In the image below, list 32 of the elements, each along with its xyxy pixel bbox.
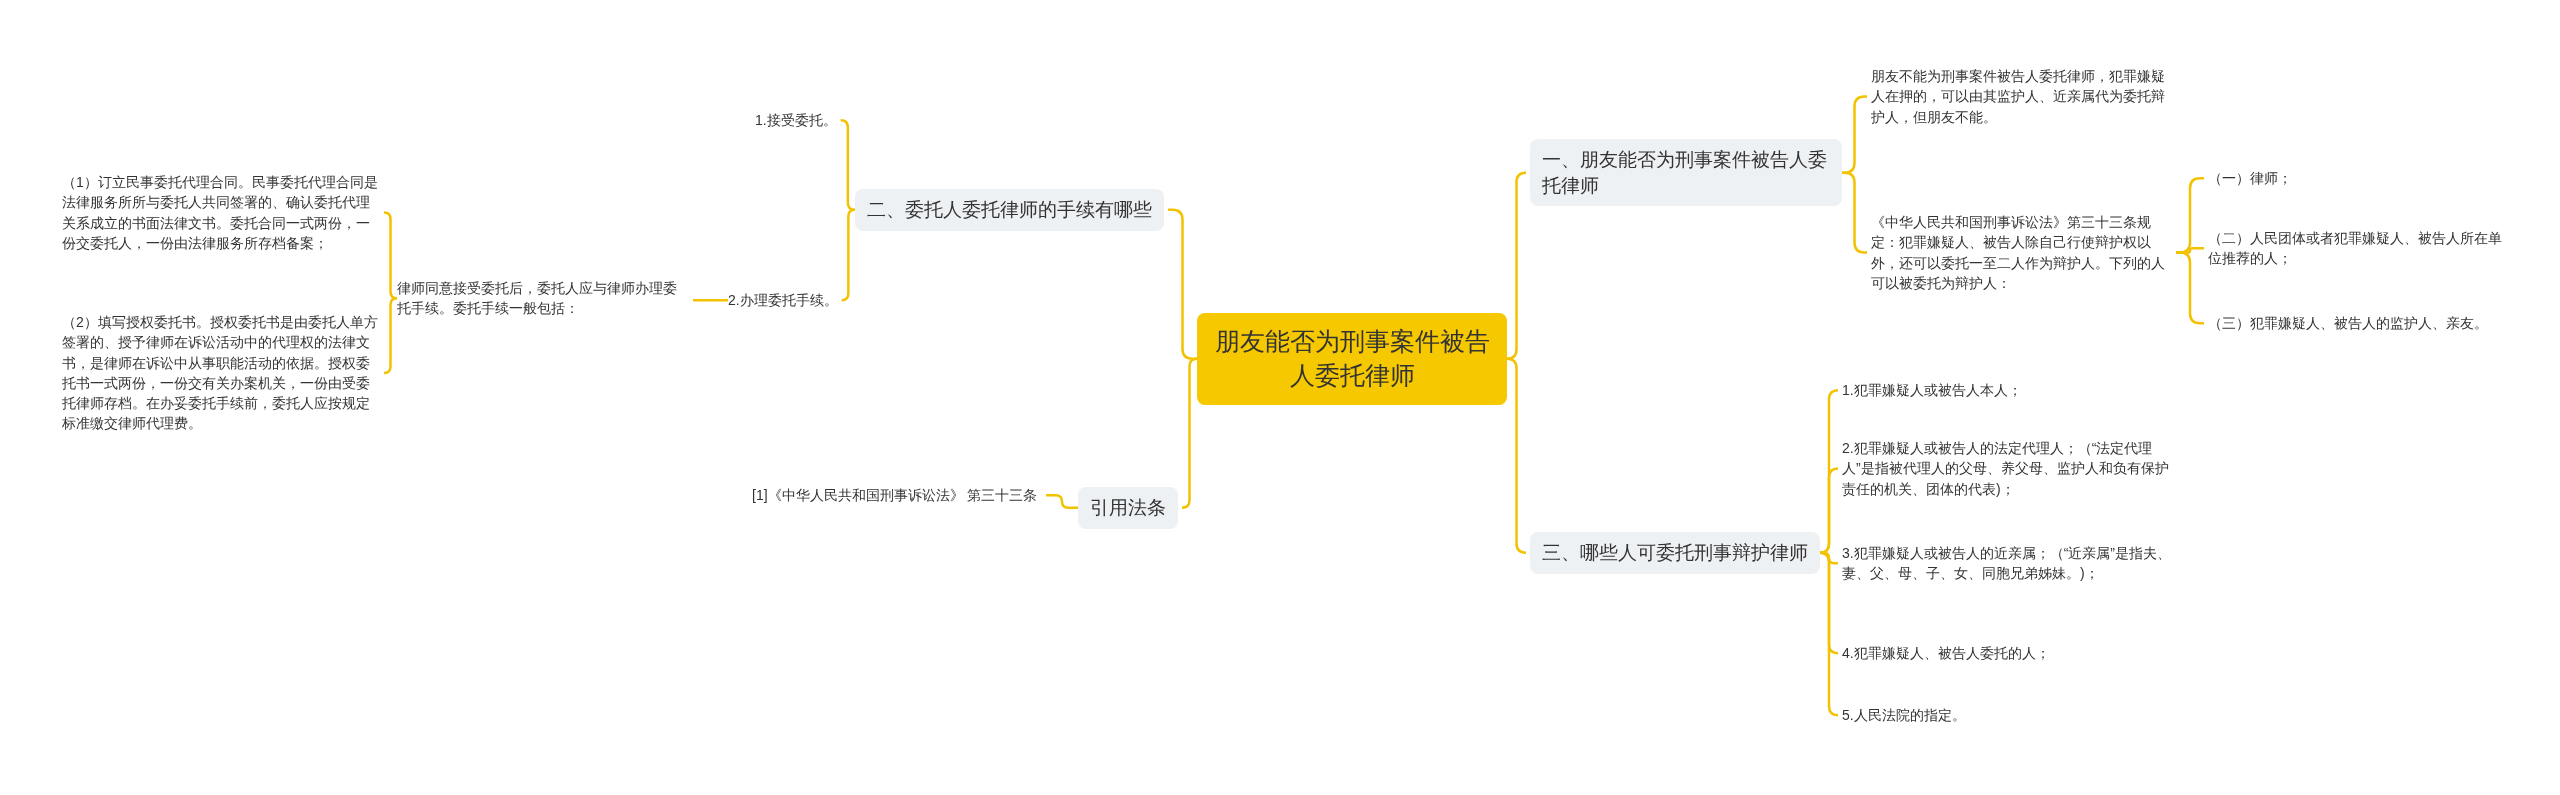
root-topic-box: 朋友能否为刑事案件被告人委托律师 — [1197, 313, 1507, 405]
connector-line — [1842, 171, 1867, 254]
topic-text: 1.接受委托。 — [755, 110, 837, 131]
connector-line — [1180, 357, 1199, 510]
topic-box: 一、朋友能否为刑事案件被告人委托律师 — [1530, 139, 1842, 207]
connector-line — [693, 298, 728, 302]
topic-text: 《中华人民共和国刑事诉讼法》第三十三条规定：犯罪嫌疑人、被告人除自己行使辩护权以外，还可以委托一至二人作为辩护人。下列的人可以被委托为辩护人： — [1871, 212, 2176, 294]
topic-box: 三、哪些人可委托刑事辩护律师 — [1530, 532, 1820, 574]
topic-text: （2）填写授权委托书。授权委托书是由委托人单方签署的、授予律师在诉讼活动中的代理权的法律文书，是律师在诉讼中从事职能活动的依据。授权委托书一式两份，一份交有关办案机关，一份由受委托律师存档。在办妥委托手续前，委托人应按规定标准缴交律师代理费。 — [62, 312, 380, 434]
topic-text: （二）人民团体或者犯罪嫌疑人、被告人所在单位推荐的人； — [2208, 228, 2508, 269]
topic-text: 2.犯罪嫌疑人或被告人的法定代理人；（“法定代理人”是指被代理人的父母、养父母、监护人和负有保护责任的机关、团体的代表)； — [1842, 438, 2172, 499]
topic-text: 1.犯罪嫌疑人或被告人本人； — [1842, 380, 2022, 401]
topic-text: 朋友不能为刑事案件被告人委托律师，犯罪嫌疑人在押的，可以由其监护人、近亲属代为委托辩护人，但朋友不能。 — [1871, 66, 2176, 127]
connector-line — [839, 118, 857, 212]
connector-line — [1818, 551, 1840, 717]
connector-line — [1046, 493, 1078, 510]
connector-line — [1505, 171, 1528, 360]
topic-text: 2.办理委托手续。 — [728, 290, 838, 311]
connector-line — [1505, 357, 1528, 555]
connector-line — [840, 208, 857, 302]
topic-text: （三）犯罪嫌疑人、被告人的监护人、亲友。 — [2208, 313, 2543, 334]
topic-text: （1）订立民事委托代理合同。民事委托代理合同是法律服务所所与委托人共同签署的、确认委托代理关系成立的书面法律文书。委托合同一式两份，一份交委托人，一份由法律服务所存档备案； — [62, 172, 380, 254]
topic-text: 5.人民法院的指定。 — [1842, 705, 1966, 726]
topic-text: 4.犯罪嫌疑人、被告人委托的人； — [1842, 643, 2050, 664]
topic-text: （一）律师； — [2208, 168, 2508, 189]
topic-text: [1]《中华人民共和国刑事诉讼法》 第三十三条 — [752, 485, 1042, 506]
connector-line — [1818, 467, 1840, 555]
topic-box: 二、委托人委托律师的手续有哪些 — [855, 189, 1164, 231]
topic-text: 律师同意接受委托后，委托人应与律师办理委托手续。委托手续一般包括： — [397, 278, 689, 319]
topic-text: 3.犯罪嫌疑人或被告人的近亲属；（“近亲属”是指夫、妻、父、母、子、女、同胞兄弟姊妹。)； — [1842, 543, 2172, 584]
connector-line — [382, 297, 399, 375]
topic-box: 引用法条 — [1078, 487, 1178, 529]
